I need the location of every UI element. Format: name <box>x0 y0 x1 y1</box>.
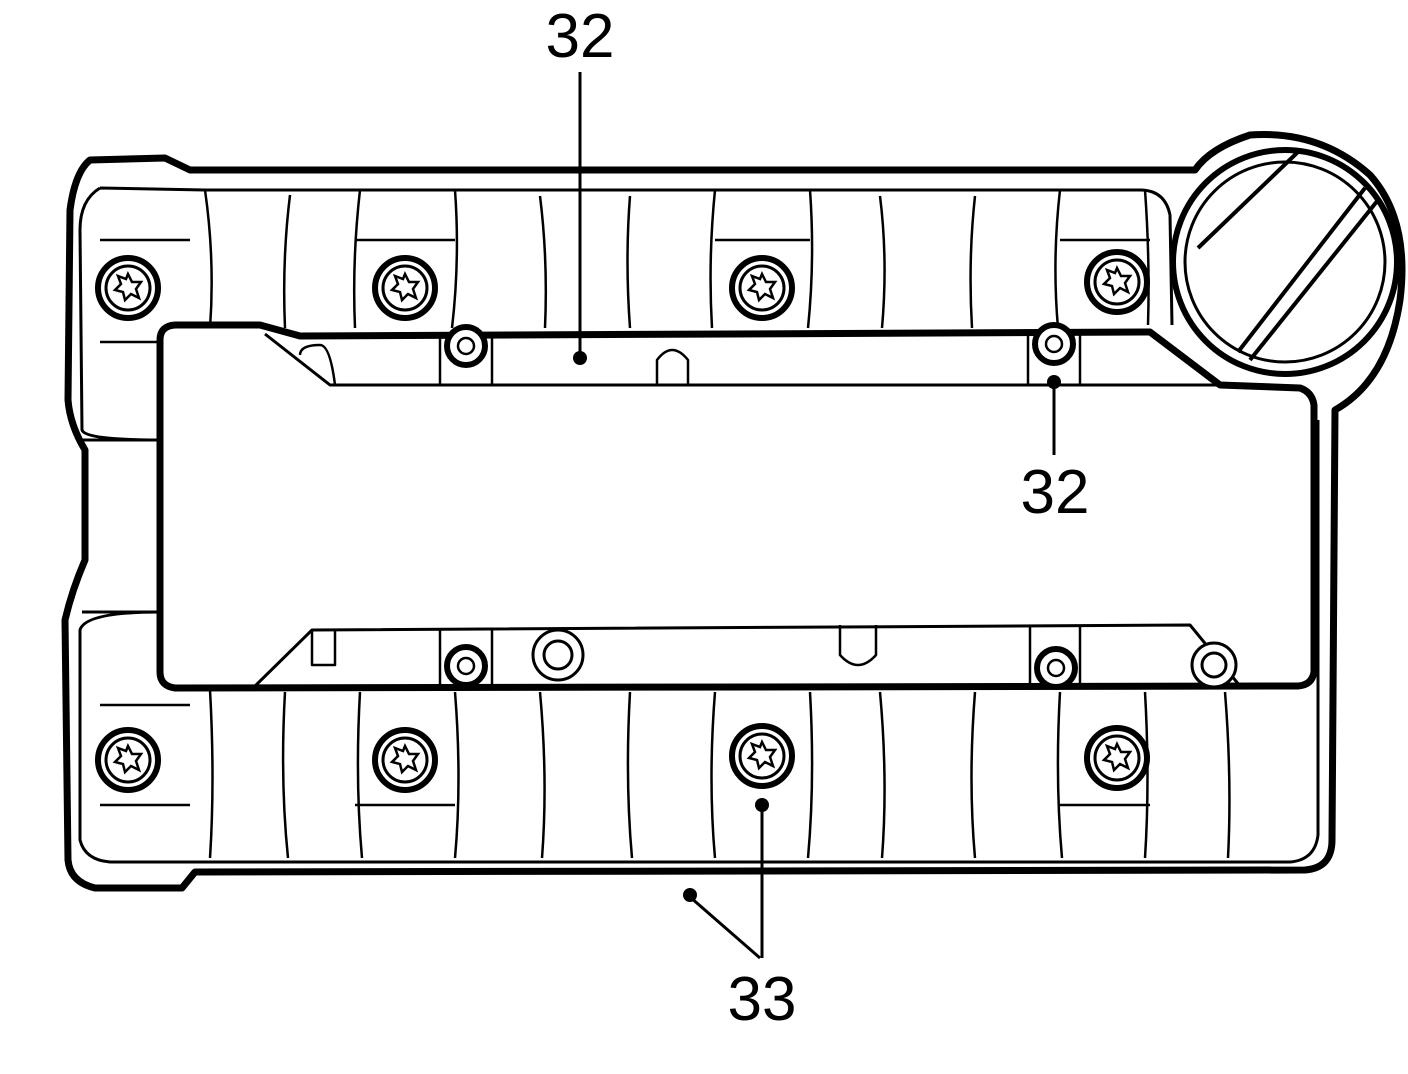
oil-cap-outer-ring <box>1170 147 1400 377</box>
upper-tab-left <box>298 343 337 386</box>
leader-point-right-32 <box>1047 375 1061 389</box>
lower-ridges <box>100 689 1231 859</box>
oil-filler-cap <box>1170 147 1400 377</box>
locating-sleeve-icon <box>531 628 585 682</box>
valve-cover-housing <box>61 131 1406 892</box>
small-screw-icon <box>444 644 488 688</box>
oil-cap-grip-line-3 <box>1248 198 1380 362</box>
housing-outer-outline <box>61 131 1406 892</box>
leader-point-bottom-33-b <box>755 798 769 812</box>
torx-bolt-icon <box>1084 249 1150 315</box>
torx-bolt-icon <box>95 255 161 321</box>
lower-tab-center <box>838 625 878 667</box>
upper-ridges <box>100 189 1150 344</box>
locating-sleeve-icon <box>1190 641 1238 689</box>
torx-bolt-icon <box>729 255 795 321</box>
torx-bolt-icon <box>372 727 438 793</box>
callout-label-right: 32 <box>1021 458 1090 527</box>
torx-bolts <box>95 249 1150 793</box>
torx-bolt-icon <box>729 723 795 789</box>
small-screw-icon <box>444 324 488 368</box>
torx-bolt-icon <box>1084 725 1150 791</box>
leader-point-bottom-33-a <box>683 888 697 902</box>
leader-line-bottom-33-a <box>689 895 761 960</box>
lower-tab-left <box>310 630 337 667</box>
callout-label-top: 32 <box>546 2 615 71</box>
torx-bolt-icon <box>95 727 161 793</box>
center-baffle-plate <box>156 321 1318 692</box>
small-screw-icon <box>1032 322 1076 366</box>
center-plate-outline <box>156 321 1318 692</box>
callout-label-bottom: 33 <box>728 965 797 1034</box>
torx-bolt-icon <box>372 255 438 321</box>
upper-tab-center <box>655 348 690 385</box>
callout-leaders <box>573 72 1061 960</box>
oil-cap-grip-line-1 <box>1196 148 1302 250</box>
leader-point-top-32 <box>573 351 587 365</box>
small-screw-icon <box>1034 646 1078 690</box>
oil-cap-grip-line-2 <box>1236 186 1367 354</box>
baffle-screws <box>444 322 1238 690</box>
center-plate-inner-upper <box>264 332 1220 387</box>
